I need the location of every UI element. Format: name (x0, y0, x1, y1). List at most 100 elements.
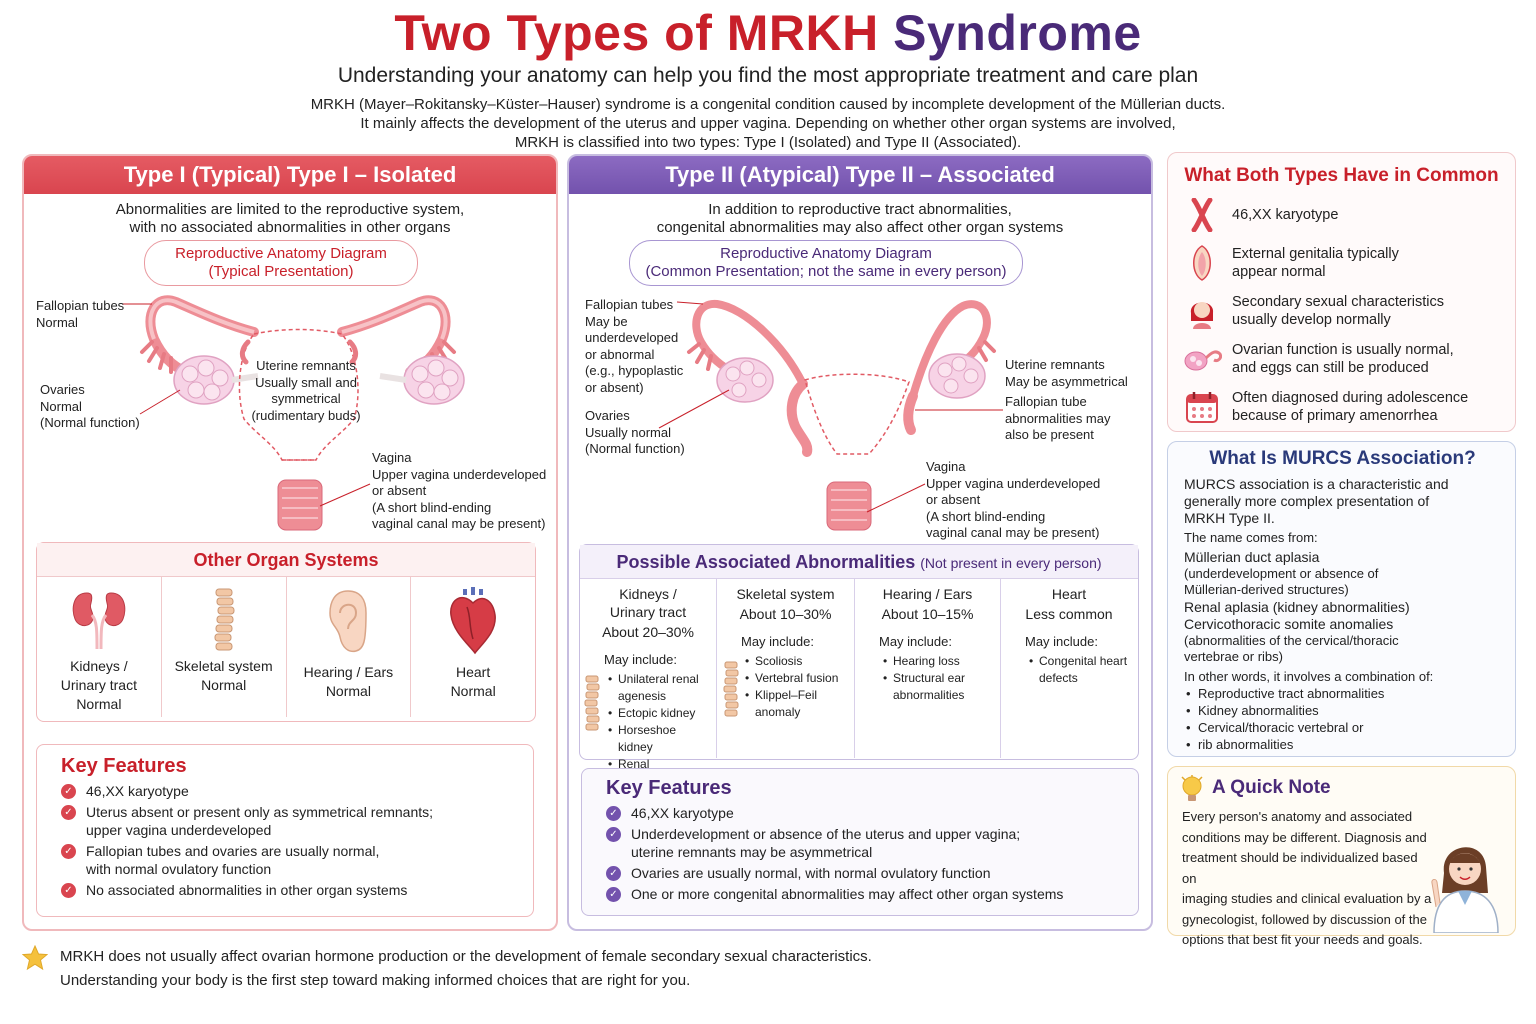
type1-panel: Type I (Typical) Type I – Isolated Abnor… (22, 154, 558, 931)
assoc-item: Horseshoe kidney (608, 722, 710, 756)
intro-line: MRKH (Mayer–Rokitansky–Küster–Hauser) sy… (310, 96, 1226, 113)
key-feature-item: ✓No associated abnormalities in other or… (61, 881, 521, 899)
note-line: options that best fit your needs and goa… (1182, 932, 1423, 947)
page-title: Two Types of MRKH Syndrome (0, 4, 1536, 62)
organ-item-hearing: Hearing / Ears Normal (287, 577, 412, 717)
assoc-item: Hearing loss (883, 653, 994, 670)
label-line: or abnormal (585, 346, 655, 362)
type1-uterus-label: Uterine remnants Usually small and symme… (246, 358, 366, 424)
common-title: What Both Types Have in Common (1184, 165, 1499, 186)
left-uterine-remnant (786, 379, 813, 457)
kidney-icon (72, 592, 126, 650)
murcs-intro-line: generally more complex presentation of (1184, 493, 1430, 509)
murcs-part: Renal aplasia (kidney abnormalities) (1184, 599, 1501, 616)
feature-text: Underdevelopment or absence of the uteru… (631, 826, 1021, 842)
assoc-percent: About 10–15% (881, 606, 974, 622)
vagina-rugae (831, 489, 867, 521)
check-icon: ✓ (606, 866, 621, 881)
footer-note: MRKH does not usually affect ovarian hor… (22, 945, 1022, 993)
type2-tubes-label: Fallopian tubes May be underdeveloped or… (585, 297, 683, 396)
pill-line: (Common Presentation; not the same in ev… (645, 263, 1007, 280)
footer-line: MRKH does not usually affect ovarian hor… (60, 948, 872, 965)
common-text: and eggs can still be produced (1232, 360, 1429, 376)
right-tube-highlight (341, 298, 448, 340)
calendar-icon (1182, 387, 1222, 427)
quick-note-text: Every person's anatomy and associated co… (1182, 807, 1432, 951)
type2-header: Type II (Atypical) Type II – Associated (569, 156, 1151, 194)
type2-lead: In addition to reproductive tract abnorm… (569, 201, 1151, 237)
type2-diagram-pill: Reproductive Anatomy Diagram (Common Pre… (629, 240, 1023, 286)
note-line: gynecologist, followed by discussion of … (1182, 911, 1427, 927)
murcs-intro-line: MRKH Type II. (1184, 510, 1275, 526)
assoc-title: Possible Associated Abnormalities (Not p… (580, 545, 1138, 579)
murcs-combo-item: Cervical/thoracic vertebral or (1184, 719, 1501, 736)
label-line: Ovaries (40, 382, 85, 397)
feature-text: One or more congenital abnormalities may… (631, 886, 1064, 902)
note-line: imaging studies and clinical evaluation … (1182, 891, 1432, 906)
assoc-item: Ectopic kidney (608, 705, 710, 722)
type2-key-features: Key Features ✓46,XX karyotype ✓Underdeve… (581, 768, 1139, 916)
murcs-panel: What Is MURCS Association? MURCS associa… (1167, 441, 1516, 757)
type2-ovaries-label: Ovaries Usually normal (Normal function) (585, 408, 685, 458)
left-tube-highlight (148, 298, 255, 340)
key-feature-item: ✓46,XX karyotype (606, 804, 1126, 822)
label-line: Ovaries (585, 408, 630, 423)
label-line: Usually small and (255, 374, 357, 390)
assoc-percent: Less common (1025, 606, 1113, 622)
check-icon: ✓ (61, 805, 76, 820)
murcs-combo-item: Reproductive tract abnormalities (1184, 685, 1501, 702)
quick-note-panel: A Quick Note Every person's anatomy and … (1167, 766, 1516, 947)
note-line: conditions may be different. Diagnosis a… (1182, 829, 1427, 845)
label-line: Fallopian tube (1005, 394, 1087, 409)
leader-line (866, 483, 926, 513)
organ-status: Normal (325, 683, 371, 699)
assoc-item: Vertebral fusion (745, 670, 848, 687)
feature-text: with normal ovulatory function (86, 861, 272, 877)
key-feature-item: ✓Uterus absent or present only as symmet… (61, 803, 521, 839)
type2-panel: Type II (Atypical) Type II – Associated … (567, 154, 1153, 931)
label-line: Vagina (926, 459, 966, 474)
murcs-intro-line: MURCS association is a characteristic an… (1184, 476, 1449, 492)
right-ovary (928, 353, 986, 399)
note-line: treatment should be individualized based… (1182, 850, 1418, 886)
type2-vagina-label: Vagina Upper vagina underdeveloped or ab… (926, 459, 1100, 542)
common-item: 46,XX karyotype (1168, 195, 1515, 235)
assoc-head: Urinary tract (609, 604, 687, 620)
murcs-combo-text: rib abnormalities (1198, 737, 1294, 752)
assoc-item: Klippel–Feil anomaly (745, 687, 848, 721)
label-line: Uterine remnants (256, 358, 356, 373)
woman-icon (1182, 291, 1222, 331)
type1-lead: Abnormalities are limited to the reprodu… (24, 201, 556, 237)
feature-text: uterine remnants may be asymmetrical (631, 844, 873, 860)
type1-anatomy-diagram (122, 295, 465, 531)
quick-note-title: A Quick Note (1212, 777, 1331, 798)
key-feature-item: ✓46,XX karyotype (61, 782, 521, 800)
key-features-title: Key Features (606, 777, 732, 799)
key-feature-item: ✓Underdevelopment or absence of the uter… (606, 825, 1126, 861)
murcs-part: Cervicothoracic somite anomalies (abnorm… (1184, 616, 1501, 666)
organ-label: Hearing / Ears (303, 664, 394, 680)
doctor-illustration (1431, 847, 1499, 933)
key-feature-item: ✓Fallopian tubes and ovaries are usually… (61, 842, 521, 878)
feature-text: Ovaries are usually normal, with normal … (631, 865, 991, 881)
murcs-part-line: vertebrae or ribs) (1184, 649, 1283, 664)
murcs-name-from: The name comes from: (1184, 530, 1318, 545)
type2-tube-abnormality-label: Fallopian tube abnormalities may also be… (1005, 394, 1111, 444)
assoc-col-hearing: Hearing / Ears About 10–15% May include:… (855, 579, 1001, 758)
label-line: (A short blind-ending (926, 508, 1046, 524)
lightbulb-icon (1181, 775, 1203, 801)
assoc-col-heart: Heart Less common May include: Congenita… (1001, 579, 1137, 758)
assoc-may-include: May include: (604, 652, 677, 667)
pill-line: Reproductive Anatomy Diagram (720, 245, 932, 262)
right-fimbriae (977, 340, 996, 362)
uterine-remnant-outline (804, 373, 910, 455)
label-line: abnormalities may (1005, 410, 1111, 426)
label-line: or absent (926, 492, 981, 507)
common-text: Often diagnosed during adolescence (1232, 390, 1469, 406)
label-line: May be asymmetrical (1005, 373, 1128, 389)
ovary-icon (1182, 339, 1222, 379)
check-icon: ✓ (61, 844, 76, 859)
